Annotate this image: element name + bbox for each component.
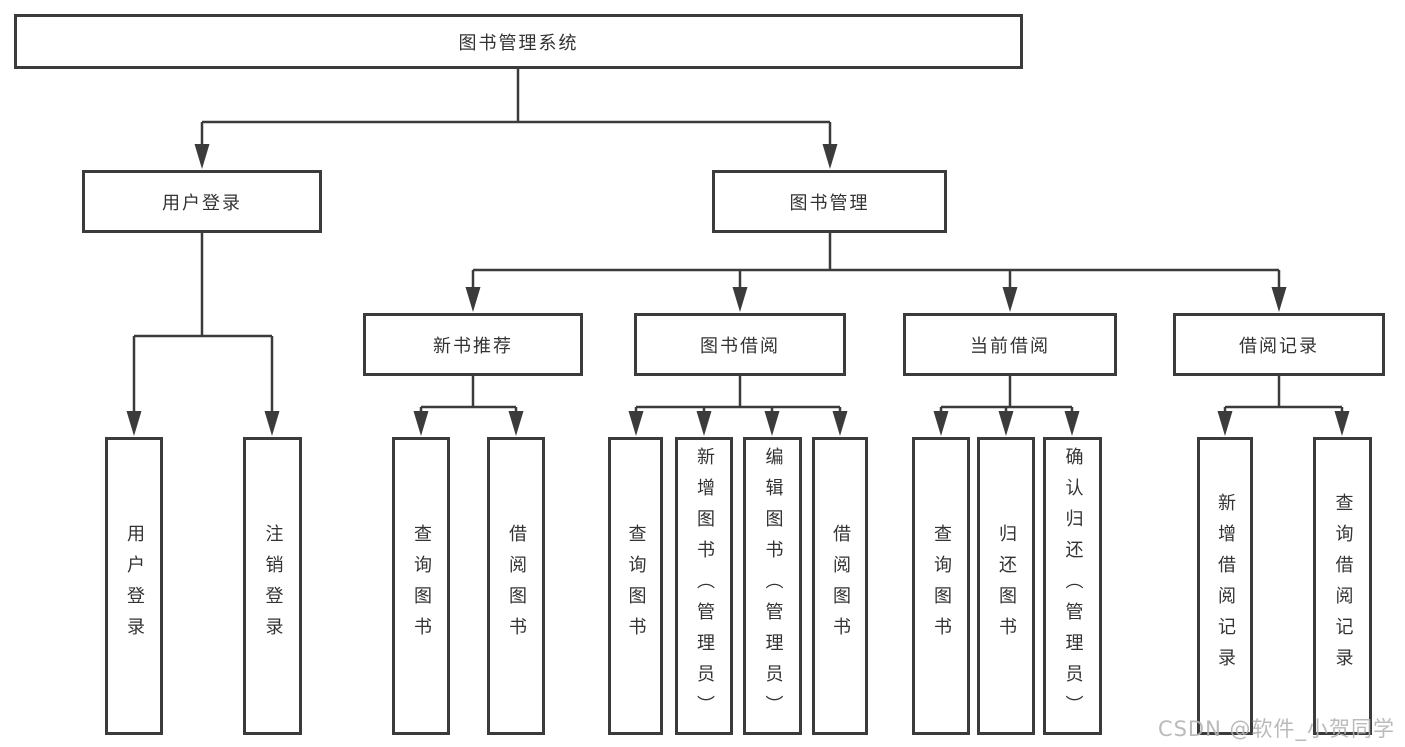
leaf-confirm-return-admin: 确认归还（管理员） [1043,437,1102,735]
node-label: 查询图书 [931,524,952,648]
leaf-recommend-query-book: 查询图书 [392,437,450,735]
leaf-add-borrow-record: 新增借阅记录 [1197,437,1253,735]
leaf-borrow-query-book: 查询图书 [608,437,663,735]
arrow-icon [1217,411,1233,436]
arrow-icon [696,411,712,436]
node-label: 注销登录 [262,524,284,648]
leaf-query-borrow-record: 查询借阅记录 [1313,437,1372,735]
leaf-current-query-book: 查询图书 [912,437,970,735]
node-label: 用户登录 [162,192,242,214]
leaf-logout: 注销登录 [243,437,302,735]
node-label: 新书推荐 [433,335,513,357]
node-label: 归还图书 [996,524,1017,648]
node-borrow-records: 借阅记录 [1173,313,1385,376]
leaf-edit-book-admin: 编辑图书（管理员） [743,437,802,735]
node-label: 图书借阅 [700,335,780,357]
node-label: 确认归还（管理员） [1062,446,1084,726]
node-label: 借阅图书 [830,524,851,648]
arrow-icon [1064,411,1080,436]
arrow-icon [732,287,748,312]
leaf-borrow-borrow-book: 借阅图书 [812,437,868,735]
arrow-icon [194,144,210,169]
node-label: 查询图书 [625,524,647,648]
leaf-recommend-borrow-book: 借阅图书 [487,437,545,735]
node-label: 当前借阅 [970,335,1050,357]
leaf-add-book-admin: 新增图书（管理员） [675,437,733,735]
node-new-book-recommend: 新书推荐 [363,313,583,376]
node-root: 图书管理系统 [14,14,1023,69]
node-book-management: 图书管理 [712,170,947,233]
arrow-icon [1271,287,1287,312]
arrow-icon [1002,287,1018,312]
arrow-icon [832,411,848,436]
arrow-icon [413,411,429,436]
node-current-borrow: 当前借阅 [903,313,1117,376]
node-label: 新增图书（管理员） [694,446,715,726]
arrow-icon [998,411,1014,436]
node-label: 图书管理 [789,192,870,214]
node-label: 编辑图书（管理员） [762,446,784,726]
arrow-icon [628,411,644,436]
node-label: 查询借阅记录 [1332,493,1354,679]
node-label: 新增借阅记录 [1215,493,1236,679]
arrow-icon [465,287,481,312]
node-book-borrow: 图书借阅 [634,313,846,376]
arrow-icon [933,411,949,436]
node-label: 借阅图书 [506,524,527,648]
arrow-icon [764,411,780,436]
watermark: CSDN @软件_小贺同学 [1157,717,1395,741]
leaf-user-login: 用户登录 [105,437,163,735]
arrow-icon [508,411,524,436]
leaf-return-book: 归还图书 [977,437,1035,735]
node-label: 查询图书 [411,524,432,648]
node-label: 借阅记录 [1239,335,1319,357]
arrow-icon [126,411,142,436]
arrow-icon [822,144,838,169]
arrow-icon [264,411,280,436]
arrow-icon [1334,411,1350,436]
node-user-login: 用户登录 [82,170,322,233]
node-label: 图书管理系统 [458,32,579,54]
node-label: 用户登录 [124,524,145,648]
